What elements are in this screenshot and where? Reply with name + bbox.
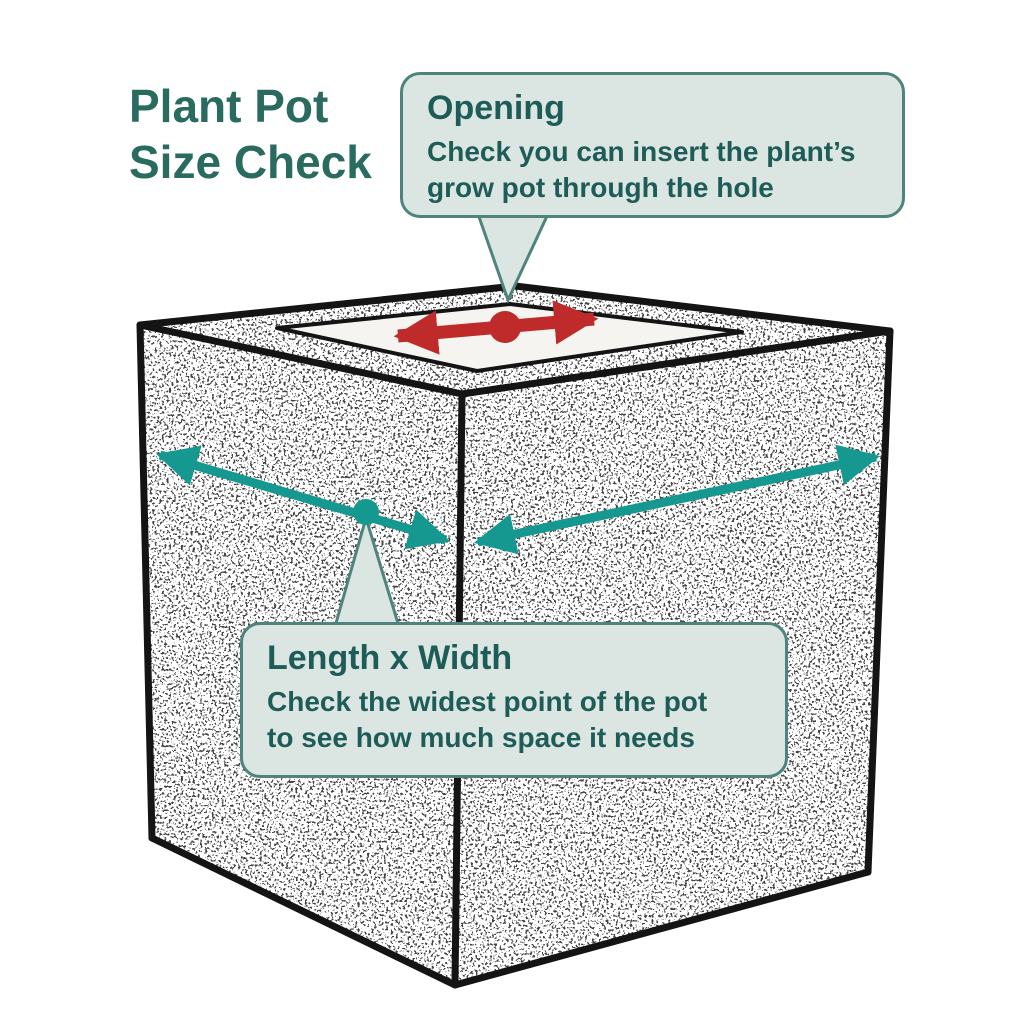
length-width-callout-title: Length x Width bbox=[267, 639, 513, 677]
length-width-dot bbox=[353, 499, 379, 525]
opening-callout: Opening Check you can insert the plant’s… bbox=[400, 72, 905, 218]
length-width-callout-body-line2: to see how much space it needs bbox=[267, 722, 695, 754]
opening-dot bbox=[489, 311, 521, 343]
length-width-callout-body-line1: Check the widest point of the pot bbox=[267, 686, 708, 717]
page-title: Plant Pot Size Check bbox=[129, 80, 372, 189]
opening-callout-tail bbox=[476, 212, 550, 304]
opening-callout-body-line2: grow pot through the hole bbox=[427, 172, 774, 204]
length-width-arrow bbox=[156, 444, 881, 555]
length-width-callout: Length x Width Check the widest point of… bbox=[240, 622, 788, 778]
opening-callout-body-line1: Check you can insert the plant’s bbox=[427, 136, 856, 167]
opening-callout-title: Opening bbox=[427, 89, 565, 127]
